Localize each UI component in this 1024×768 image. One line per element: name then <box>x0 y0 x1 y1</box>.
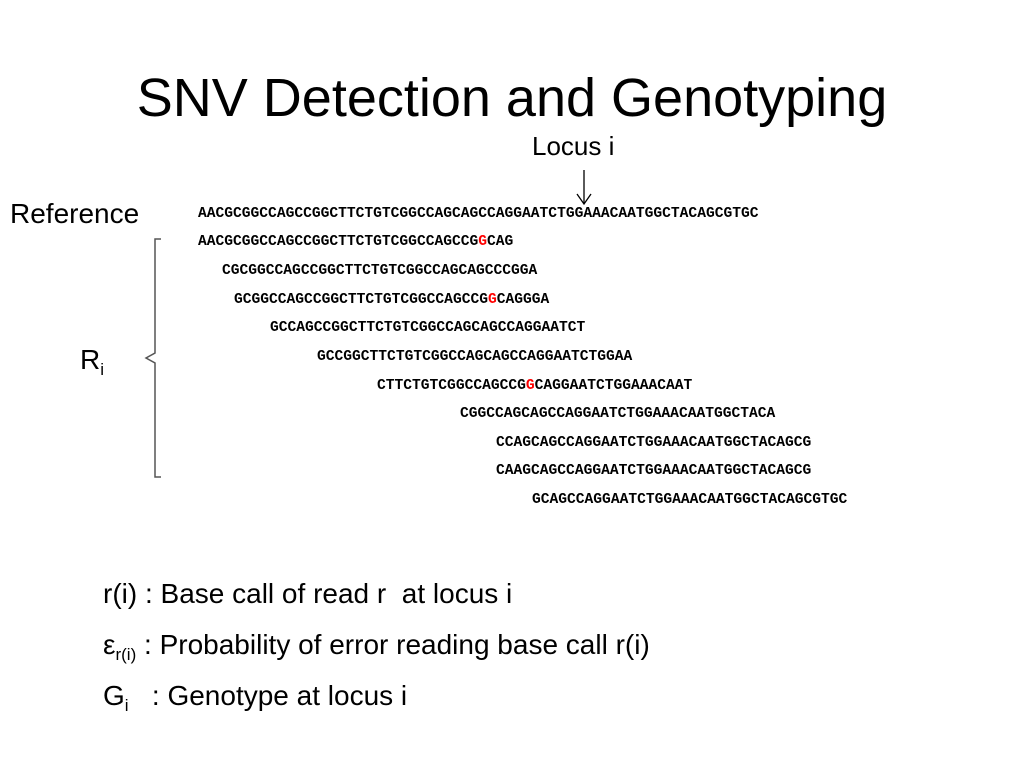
reads-label: Ri <box>80 344 105 379</box>
definition-read-call: r(i) : Base call of read r at locus i <box>103 578 513 609</box>
read-sequence: CGGCCAGCAGCCAGGAATCTGGAAACAATGGCTACA <box>460 406 776 422</box>
read-sequence: AACGCGGCCAGCCGGCTTCTGTCGGCCAGCCGGCAG <box>198 234 514 250</box>
variant-base: G <box>487 292 497 308</box>
read-sequence: GCCGGCTTCTGTCGGCCAGCAGCCAGGAATCTGGAA <box>317 349 633 365</box>
read-sequence: GCAGCCAGGAATCTGGAAACAATGGCTACAGCGTGC <box>532 492 848 508</box>
slide-title: SNV Detection and Genotyping <box>136 68 888 128</box>
locus-label: Locus i <box>532 131 615 161</box>
read-sequence: CGCGGCCAGCCGGCTTCTGTCGGCCAGCAGCCCGGA <box>222 263 538 279</box>
reference-sequence: AACGCGGCCAGCCGGCTTCTGTCGGCCAGCAGCCAGGAAT… <box>198 206 759 222</box>
definition-genotype: Gi : Genotype at locus i <box>103 680 408 715</box>
read-sequence: CAAGCAGCCAGGAATCTGGAAACAATGGCTACAGCG <box>496 463 812 479</box>
reads-brace <box>144 238 161 478</box>
read-sequence: GCGGCCAGCCGGCTTCTGTCGGCCAGCCGGCAGGGA <box>234 292 550 308</box>
read-sequence: CCAGCAGCCAGGAATCTGGAAACAATGGCTACAGCG <box>496 435 812 451</box>
reference-label: Reference <box>10 198 140 229</box>
read-sequence: GCCAGCCGGCTTCTGTCGGCCAGCAGCCAGGAATCT <box>270 320 586 336</box>
locus-arrow-icon <box>576 170 592 206</box>
read-sequence: CTTCTGTCGGCCAGCCGGCAGGAATCTGGAAACAAT <box>377 378 693 394</box>
variant-base: G <box>525 378 535 394</box>
variant-base: G <box>478 234 488 250</box>
definition-error-probability: εr(i) : Probability of error reading bas… <box>103 629 650 664</box>
definitions: r(i) : Base call of read r at locus i εr… <box>103 573 650 726</box>
